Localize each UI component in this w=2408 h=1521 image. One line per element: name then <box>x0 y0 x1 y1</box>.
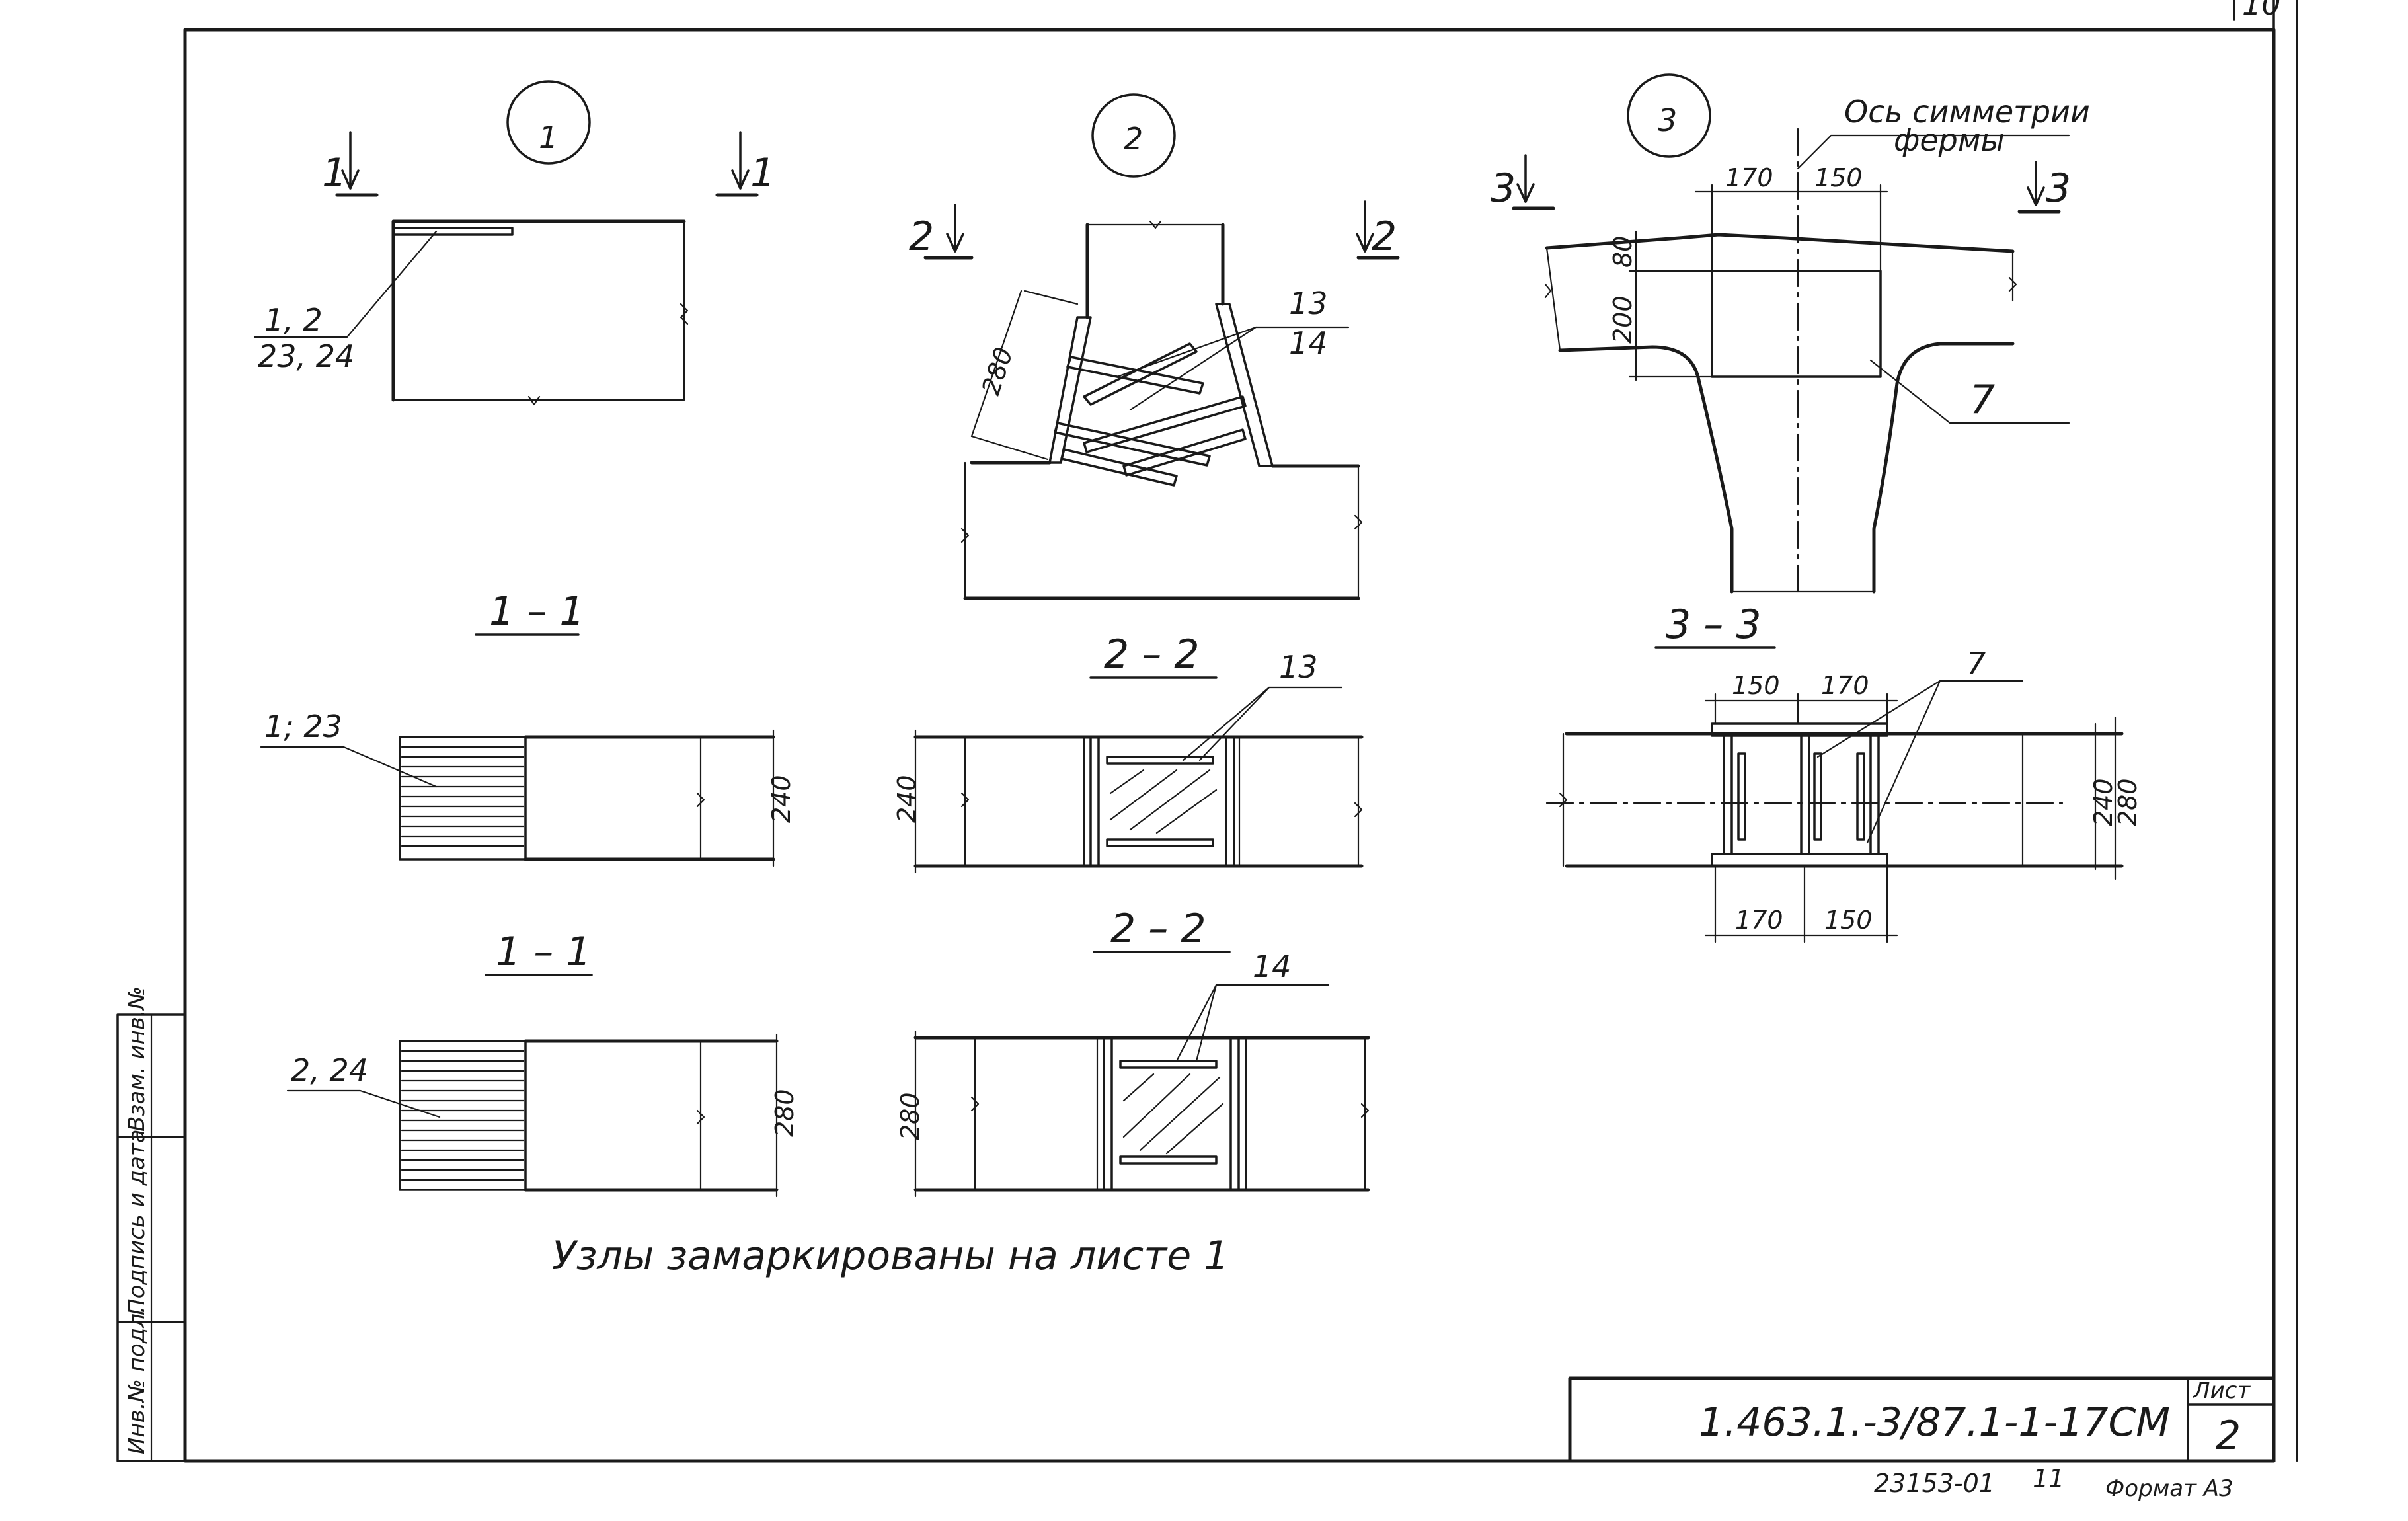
node-1-leader-top: 1, 2 <box>264 302 323 338</box>
section-2-2-b-title: 2 – 2 <box>1110 906 1206 952</box>
section-3-3 <box>1545 646 2124 943</box>
section-1-1-a-mark: 1; 23 <box>264 709 342 744</box>
node-3-section-left: 3 <box>1491 165 1516 212</box>
node-3-plate <box>1711 270 1882 378</box>
node-1 <box>253 80 759 406</box>
section-1-1-b-mark: 2, 24 <box>291 1052 368 1088</box>
section-3-3-mark: 7 <box>1966 646 1986 682</box>
node-2-dim-280: 280 <box>976 344 1019 399</box>
node-1-leader-bottom: 23, 24 <box>258 338 354 374</box>
section-3-3-dim-top-right: 170 <box>1821 671 1869 700</box>
stamp-field-replace: Взам. инв.№ <box>124 986 150 1132</box>
node-2-section-left: 2 <box>909 214 934 260</box>
section-2-2-b <box>913 951 1370 1198</box>
node-2-label-14: 14 <box>1289 325 1328 361</box>
node-2 <box>923 93 1400 600</box>
node-3-axis-line1: Ось симметрии <box>1844 94 2090 130</box>
stamp-field-signature: Подпись и дата <box>124 1129 150 1315</box>
format-label: Формат А3 <box>2105 1475 2233 1502</box>
section-1-1-b-dim: 280 <box>770 1089 799 1137</box>
section-1-1-b-title: 1 – 1 <box>496 929 592 975</box>
node-3-dim-200: 200 <box>1608 295 1637 344</box>
stamp-field-inv: Инв.№ подл. <box>124 1306 150 1454</box>
node-3-axis-line2: фермы <box>1894 122 2005 158</box>
note-text: Узлы замаркированы на листе 1 <box>552 1233 1229 1279</box>
corner-number: 10 <box>2242 0 2281 22</box>
section-3-3-dim-240: 240 <box>2089 778 2118 826</box>
node-1-circle <box>506 80 591 165</box>
section-1-1-a <box>260 633 775 867</box>
section-3-3-dim-bottom-right: 150 <box>1824 906 1873 935</box>
section-1-1-a-title: 1 – 1 <box>489 588 585 635</box>
section-2-2-a-dim: 240 <box>892 775 921 823</box>
title-block <box>1568 1376 2276 1463</box>
sheet-frame <box>183 0 2298 1463</box>
section-3-3-dim-280: 280 <box>2113 778 2142 826</box>
section-3-3-dim-top-left: 150 <box>1732 671 1780 700</box>
node-1-section-left: 1 <box>322 150 347 196</box>
node-3-section-right: 3 <box>2046 165 2071 212</box>
node-3-dim-80: 80 <box>1608 236 1637 268</box>
node-3-circle <box>1627 73 1711 158</box>
node-3-label-7: 7 <box>1970 377 1995 423</box>
node-2-label-13: 13 <box>1289 286 1328 321</box>
section-2-2-a-mark: 13 <box>1279 649 1318 685</box>
section-1-1-b <box>286 974 779 1198</box>
node-1-circle-label: 1 <box>539 120 558 155</box>
node-3-dim-150: 150 <box>1814 163 1863 192</box>
section-3-3-title: 3 – 3 <box>1666 602 1762 648</box>
section-2-2-a-title: 2 – 2 <box>1104 631 1200 678</box>
node-3-dim-170: 170 <box>1725 163 1773 192</box>
drawing-code: 1.463.1.-3/87.1-1-17CM <box>1699 1399 2170 1446</box>
archive-number: 23153-01 <box>1874 1469 1995 1498</box>
section-2-2-b-dim: 280 <box>896 1092 925 1140</box>
node-2-circle-label: 2 <box>1124 121 1143 157</box>
node-3 <box>1512 73 2070 594</box>
section-3-3-dim-bottom-left: 170 <box>1735 906 1783 935</box>
section-2-2-a <box>913 676 1364 874</box>
section-2-2-b-mark: 14 <box>1253 949 1292 984</box>
node-2-section-right: 2 <box>1372 214 1397 260</box>
sheet-label: Лист <box>2192 1378 2251 1404</box>
sheet-number: 2 <box>2216 1413 2241 1459</box>
page-mark: 11 <box>2033 1464 2064 1493</box>
node-3-circle-label: 3 <box>1658 102 1677 138</box>
side-stamp <box>116 1013 186 1462</box>
node-1-section-right: 1 <box>750 150 775 196</box>
node-2-circle <box>1091 93 1176 178</box>
section-1-1-a-dim: 240 <box>767 775 796 823</box>
